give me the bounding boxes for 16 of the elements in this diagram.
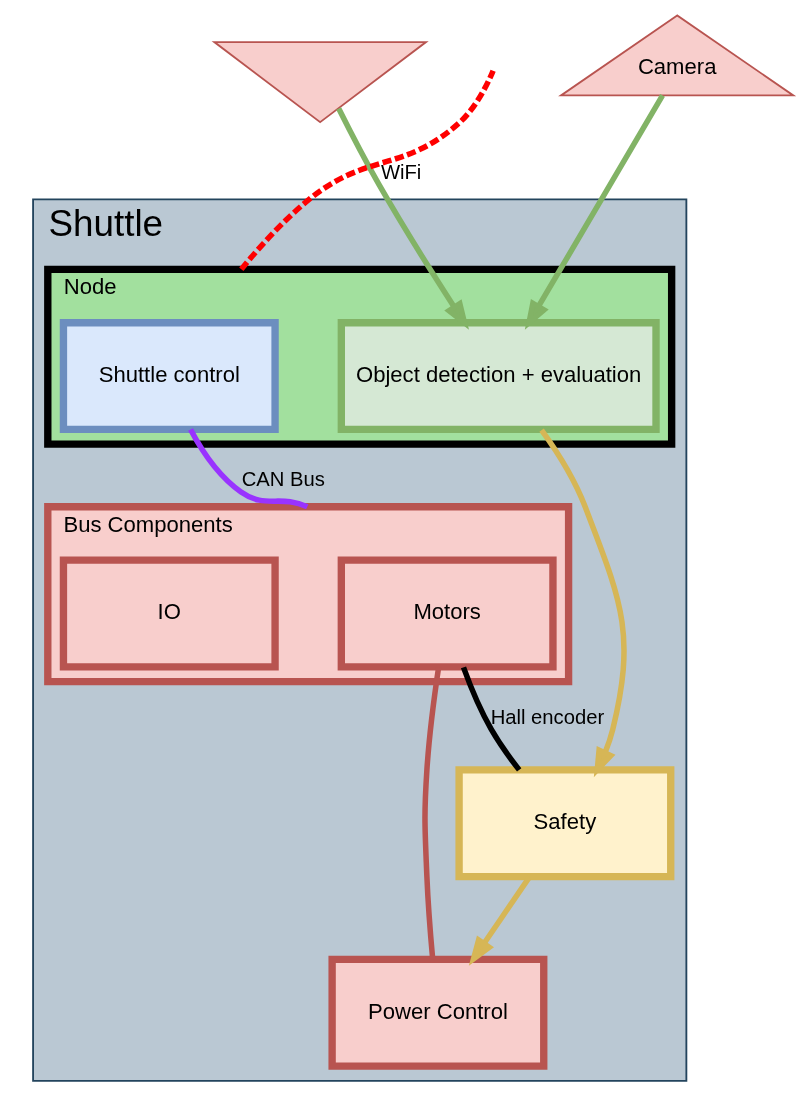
node-box: Power Control <box>327 955 547 1070</box>
arrow <box>538 428 627 778</box>
node-box: Object detection + evaluation <box>337 319 660 434</box>
connector <box>238 69 496 272</box>
node-box: Safety <box>454 766 674 881</box>
node-box: Motors <box>337 556 557 671</box>
node-triangle <box>211 41 429 124</box>
connector <box>187 428 308 510</box>
connector <box>460 666 521 772</box>
arrow <box>524 94 665 330</box>
node-box: IO <box>59 556 279 671</box>
edge-label: CAN Bus <box>241 468 325 491</box>
edge-label: WiFi <box>380 160 421 183</box>
arrow <box>335 107 469 330</box>
edge-label: Hall encoder <box>490 705 604 728</box>
node-box: Shuttle control <box>59 319 279 434</box>
